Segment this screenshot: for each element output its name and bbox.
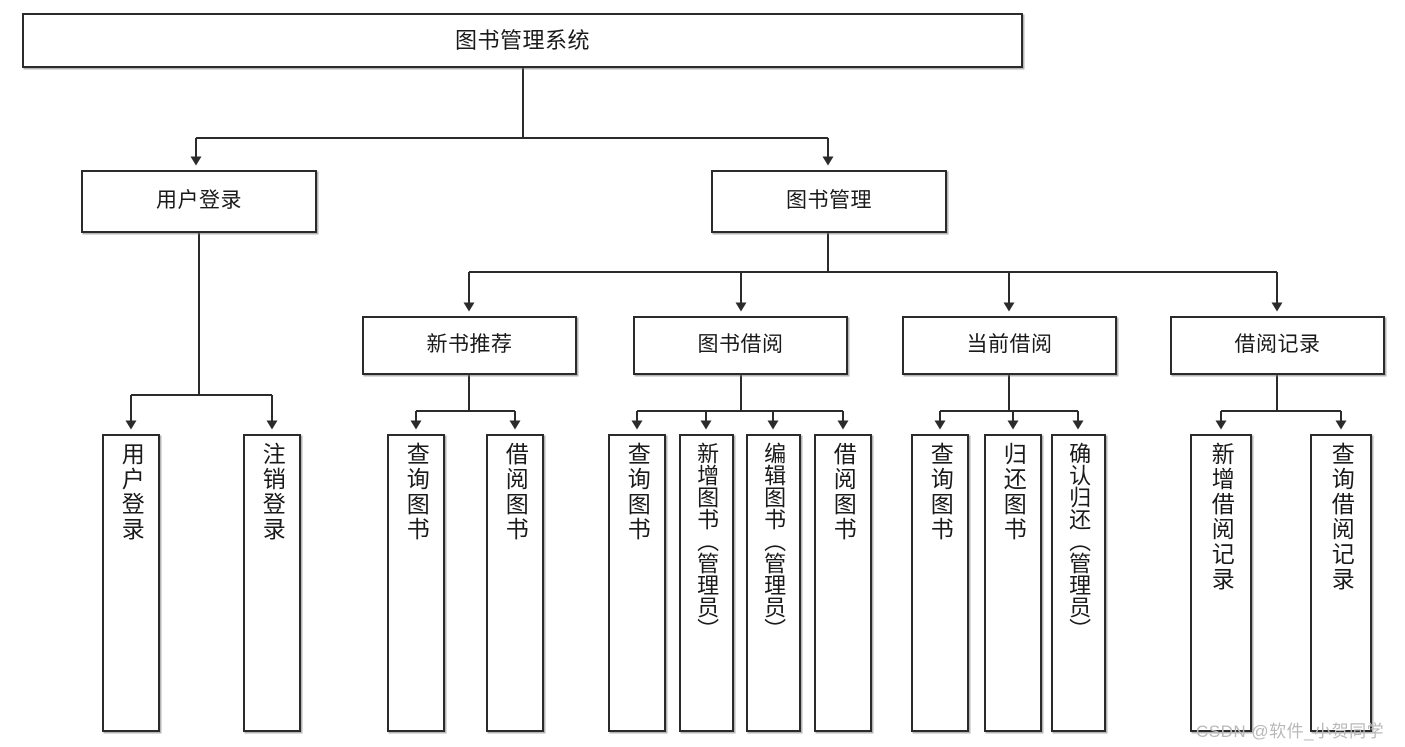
node-new-book-recommend[interactable]: 新书推荐 (362, 316, 577, 375)
node-label: 用户登录 (156, 189, 242, 213)
node-label: 当前借阅 (966, 333, 1053, 357)
node-label: 查询图书 (624, 442, 651, 542)
node-root-system[interactable]: 图书管理系统 (22, 13, 1023, 68)
node-leaf-borrow-book-2[interactable]: 借阅图书 (814, 434, 872, 732)
node-leaf-query-book-3[interactable]: 查询图书 (911, 434, 969, 732)
node-user-login[interactable]: 用户登录 (81, 170, 317, 233)
node-label: 新书推荐 (426, 333, 513, 357)
node-label: 图书借阅 (697, 333, 784, 357)
node-label: 查询借阅记录 (1328, 442, 1355, 592)
node-leaf-add-record[interactable]: 新增借阅记录 (1190, 434, 1252, 732)
node-leaf-query-book-1[interactable]: 查询图书 (387, 434, 445, 732)
node-label: 查询图书 (403, 442, 430, 542)
node-label: 新增图书（管理员） (694, 442, 720, 640)
node-label: 查询图书 (927, 442, 954, 542)
node-label: 注销登录 (259, 442, 286, 542)
node-leaf-user-login[interactable]: 用户登录 (102, 434, 160, 732)
node-label: 确认归还（管理员） (1066, 442, 1092, 640)
node-leaf-query-book-2[interactable]: 查询图书 (608, 434, 666, 732)
node-label: 用户登录 (118, 442, 145, 542)
node-label: 归还图书 (1000, 442, 1027, 542)
node-label: 新增借阅记录 (1208, 442, 1235, 592)
node-label: 借阅图书 (830, 442, 857, 542)
node-label: 图书管理 (786, 189, 872, 213)
node-leaf-user-logout[interactable]: 注销登录 (243, 434, 301, 732)
node-leaf-edit-book[interactable]: 编辑图书（管理员） (746, 434, 801, 732)
node-leaf-add-book[interactable]: 新增图书（管理员） (679, 434, 734, 732)
node-label: 借阅图书 (502, 442, 529, 542)
node-label: 编辑图书（管理员） (761, 442, 787, 640)
node-book-manage[interactable]: 图书管理 (711, 170, 947, 233)
node-leaf-confirm-return[interactable]: 确认归还（管理员） (1051, 434, 1106, 732)
node-borrow-record[interactable]: 借阅记录 (1170, 316, 1385, 375)
node-book-borrow[interactable]: 图书借阅 (633, 316, 848, 375)
node-leaf-borrow-book-1[interactable]: 借阅图书 (486, 434, 544, 732)
node-current-borrow[interactable]: 当前借阅 (902, 316, 1117, 375)
node-leaf-return-book[interactable]: 归还图书 (984, 434, 1042, 732)
node-label: 图书管理系统 (454, 27, 590, 53)
node-leaf-query-record[interactable]: 查询借阅记录 (1310, 434, 1372, 732)
node-label: 借阅记录 (1234, 333, 1321, 357)
csdn-watermark: CSDN @软件_小贺同学 (1196, 722, 1385, 741)
